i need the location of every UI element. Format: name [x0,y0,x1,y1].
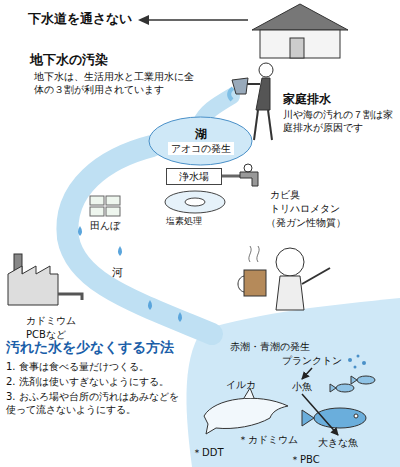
food-chain-arrow [302,394,338,435]
section-heading: 家庭排水 [283,92,331,108]
drain-pipe [58,294,82,300]
plankton [348,355,366,369]
hazard-label: トリハロメタン [270,202,340,215]
method-list: 汚れた水を少なくする方法 1. 食事は食べる量だけつくる。 2. 洗剤は使いすぎない… [6,338,188,416]
pollutant-label: ＊DDT [192,446,224,459]
faucet-handle [244,164,252,172]
treatment-tank [165,191,225,213]
node-title: 大きな魚 [318,436,358,449]
node-title: 小魚 [292,380,312,393]
node-text: 3. おふろ場や台所の汚れはあみなどを使って流さないようにする。 [6,390,188,416]
node-title: 汚れた水を少なくする方法 [6,338,188,356]
bucket [232,78,248,94]
place-label: 田んぼ [90,219,120,232]
mug [244,270,266,296]
house-roof [252,4,348,30]
waste-water [229,88,233,100]
pollutant-label: PCBなど [26,328,66,341]
water-drops [78,226,182,322]
pollutant-label: カドミウム [26,314,76,327]
hazard-label: カビ臭 [270,188,300,201]
food-chain-arrow [302,368,312,379]
pollutant-label: ＊PBC [290,453,320,466]
pollutant-label: ＊カドミウム [238,433,298,446]
node-title: プランクトン [282,354,342,367]
node-title: 浄水場 [170,170,218,183]
rice-paddy [90,196,120,216]
process-label: 塩素処理 [166,216,202,228]
section-body: 川や海の汚れの７割は家庭排水が原因です [283,108,395,134]
person-arm [246,83,260,85]
pipe [222,175,240,178]
arrow-head [138,15,149,25]
dolphin [204,398,288,434]
ellipse-outline [148,116,253,166]
section-body: 地下水は、生活用水と工業用水に全体の３割が利用されています [34,70,199,96]
place-label: 河 [112,266,123,280]
node-text: 2. 洗剤は使いすぎないようにする。 [6,375,188,388]
factory [8,266,58,305]
water-plant: 浄水場 [166,168,222,185]
mug-handle [238,276,244,292]
node-title: 湖 [195,127,207,143]
person-leg [254,110,258,140]
faucet [240,172,258,186]
lake-shape [149,117,252,165]
small-fish [330,376,375,392]
lake: 湖アオコの発生 [148,116,253,166]
animal-label: イルカ [226,378,256,391]
note-heading: 下水道を通さない [28,11,132,28]
house-wall [260,30,340,58]
big-fish [302,408,366,428]
child-head [276,248,304,276]
person-leg [268,110,272,140]
arrow-line [146,19,248,21]
child-body [276,276,304,310]
child-arm [302,268,330,284]
odour-lines [249,246,259,262]
person-head [259,63,273,77]
node-text: 1. 食事は食べる量だけつくる。 [6,360,188,373]
person-body [256,78,270,110]
big-fish-label: 大きな魚 [318,436,358,449]
hazard-label: （発ガン性物質） [266,216,346,229]
plankton-label: プランクトン [282,354,342,367]
house-door [290,38,304,58]
sea [186,298,400,467]
treatment-tank [185,198,205,206]
phenomenon-label: 赤潮・青潮の発生 [230,340,310,353]
section-heading: 地下水の汚染 [30,52,108,69]
small-fish-label: 小魚 [292,380,312,393]
node-text: アオコの発生 [168,142,234,155]
